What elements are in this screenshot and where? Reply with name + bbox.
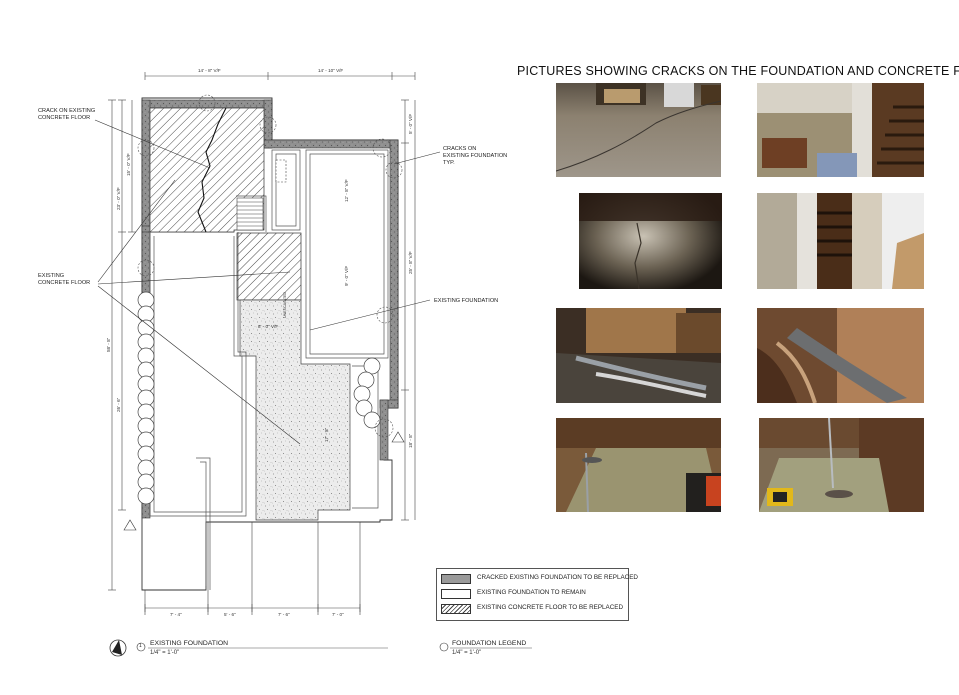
interior-walls — [149, 149, 389, 590]
legend-swatch-cracked — [441, 574, 471, 584]
dim-right-1: 5' - 0" V/F — [408, 114, 413, 134]
dim-left-total: 58' - 8" — [106, 337, 111, 352]
dim-bottom-1: 7' - 4" — [170, 612, 182, 617]
stair — [236, 159, 287, 231]
dim-left-1: 23' - 0" V/F — [116, 187, 121, 210]
legend-caption-scale: 1/4" = 1'-0" — [452, 650, 482, 656]
legend-caption-title: FOUNDATION LEGEND — [452, 640, 527, 647]
legend-item-cracked: CRACKED EXISTING FOUNDATION TO BE REPLAC… — [441, 574, 638, 585]
photo-post-tools — [759, 418, 924, 512]
plan-notes: CRACK ON EXISTING CONCRETE FLOOR CRACKS … — [38, 108, 507, 304]
photo-dark-wall — [579, 193, 722, 289]
foundation-caption-title: EXISTING FOUNDATION — [150, 640, 229, 647]
legend-label-floor: EXISTING CONCRETE FLOOR TO BE REPLACED — [477, 604, 624, 611]
stair-label: UNEXCAVATED — [283, 291, 287, 318]
dim-top-right: 14' - 10" V/F — [318, 68, 343, 73]
dim-bottom-4: 7' - 0" — [332, 612, 344, 617]
photo-wall-stairs — [757, 83, 924, 177]
legend-label-cracked: CRACKED EXISTING FOUNDATION TO BE REPLAC… — [477, 574, 638, 581]
photo-floor-crack — [556, 83, 721, 177]
page-title: PICTURES SHOWING CRACKS ON THE FOUNDATIO… — [517, 64, 959, 78]
note-crack-floor-line1: CRACK ON EXISTING — [38, 108, 95, 114]
photo-wall-closeup — [757, 308, 924, 403]
dimension-labels: 14' - 8" V/F 14' - 10" V/F 58' - 8" 26' … — [106, 68, 413, 617]
photo-basement-stairs — [757, 193, 924, 289]
dim-right-3: 18' - 8" — [408, 433, 413, 448]
speckled-floor — [239, 299, 351, 521]
dim-inner-1: 12' - 8" V/F — [344, 179, 349, 202]
shrubs-left — [137, 291, 155, 505]
foundation-caption-number: 1 — [139, 643, 142, 649]
note-crack-floor-line2: CONCRETE FLOOR — [38, 115, 90, 121]
crack-callouts — [137, 94, 403, 438]
photo-crawlspace-floor — [556, 418, 721, 512]
note-existing-foundation: EXISTING FOUNDATION — [434, 298, 498, 304]
dim-inner-3: 8' - 0" V/F — [258, 324, 278, 329]
photo-crawlspace-pipes — [556, 308, 721, 403]
legend-swatch-remain — [441, 589, 471, 599]
section-markers — [123, 431, 405, 531]
dim-bottom-2: 5' - 6" — [224, 612, 236, 617]
note-cracks-foundation-line1: CRACKS ON — [443, 146, 476, 152]
leader-lines — [94, 119, 441, 445]
dim-bottom-3: 7' - 6" — [278, 612, 290, 617]
dim-right-2: 25' - 8" V/F — [408, 251, 413, 274]
legend-label-remain: EXISTING FOUNDATION TO REMAIN — [477, 589, 586, 596]
foundation-caption-circle — [136, 642, 146, 652]
foundation-caption-scale: 1/4" = 1'-0" — [150, 650, 180, 656]
legend-swatch-floor — [441, 604, 471, 614]
legend-item-remain: EXISTING FOUNDATION TO REMAIN — [441, 589, 623, 600]
crack-line — [197, 107, 227, 233]
note-cracks-foundation-line2: EXISTING FOUNDATION — [443, 153, 507, 159]
shrubs-right — [353, 357, 381, 429]
dim-top-left: 14' - 8" V/F — [198, 68, 221, 73]
dim-inner-4: 17' - 8" — [324, 427, 329, 442]
note-cracks-foundation-line3: TYP. — [443, 160, 455, 166]
note-existing-floor-line2: CONCRETE FLOOR — [38, 280, 90, 286]
foundation-legend: CRACKED EXISTING FOUNDATION TO BE REPLAC… — [436, 568, 638, 621]
note-existing-floor-line1: EXISTING — [38, 273, 64, 279]
dim-inner-2: 9' - 0" V/F — [344, 266, 349, 286]
dim-left-2: 15' - 0" V/F — [126, 153, 131, 176]
hatched-floor-center — [236, 232, 302, 301]
legend-caption-circle — [439, 642, 449, 652]
north-arrow-icon — [109, 639, 127, 657]
legend-item-floor: EXISTING CONCRETE FLOOR TO BE REPLACED — [441, 604, 623, 615]
dim-left-3: 26' - 6" — [116, 397, 121, 412]
